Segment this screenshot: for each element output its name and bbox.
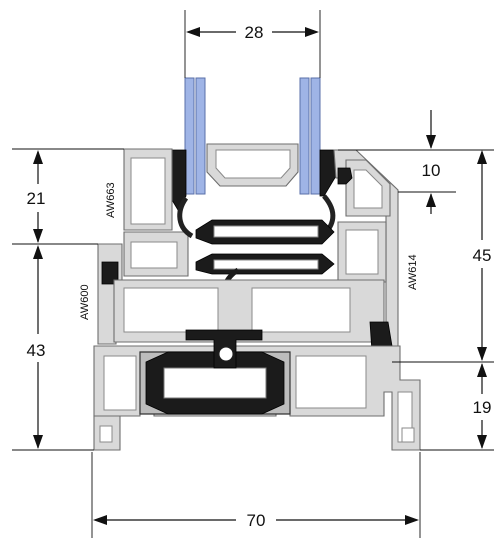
bead-slope-cavity <box>353 169 383 209</box>
profile-code-sash: AW663 <box>105 182 117 218</box>
dimension-overall-width: 70 <box>91 452 421 538</box>
glass-pane-right-inner <box>310 77 321 195</box>
dim-label-overall-width: 70 <box>247 511 266 530</box>
thermal-strip-lower-core <box>213 259 319 270</box>
glass-units <box>184 77 321 195</box>
dim-label-glazing-offset: 10 <box>422 161 441 180</box>
bead-cavity <box>345 229 379 275</box>
glass-pane-right-outer <box>299 77 310 195</box>
frame-top-cavity-left <box>123 287 219 333</box>
frame-left-foot-slot <box>99 425 113 443</box>
dimension-top-width: 28 <box>184 10 321 78</box>
dimension-right-height: 45 <box>392 149 494 363</box>
dim-label-sash-upper: 21 <box>27 189 46 208</box>
frame-right-foot-slot <box>401 427 415 443</box>
dimension-sash-upper: 21 <box>12 148 124 245</box>
sash-profile <box>123 148 336 277</box>
frame-cavity-left <box>103 355 137 411</box>
dim-label-right-lower: 19 <box>473 398 492 417</box>
glass-pane-left-inner <box>195 77 206 195</box>
sash-curve <box>177 196 194 239</box>
profile-code-frame: AW600 <box>79 284 91 320</box>
profile-code-bead: AW614 <box>407 254 419 290</box>
spacer-cavity <box>215 149 291 179</box>
frame-cavity-right <box>295 355 367 409</box>
center-clip-hole <box>218 346 234 362</box>
thermal-break-strips <box>195 219 335 275</box>
bead-clip <box>337 167 353 185</box>
dim-label-right-height: 45 <box>473 246 492 265</box>
thermal-strip-upper-core <box>213 225 319 238</box>
glass-pane-left-outer <box>184 77 195 195</box>
dimension-right-lower: 19 <box>420 363 494 451</box>
dim-label-top-width: 28 <box>245 23 264 42</box>
frame-top-cavity-right <box>251 287 351 333</box>
dimension-glazing-offset: 10 <box>338 110 456 214</box>
sash-lower-left-cavity <box>130 241 178 269</box>
glazing-bead-profile <box>333 149 399 363</box>
sash-left-cavity <box>130 157 166 225</box>
frame-thermal-chamber-void <box>163 367 267 399</box>
dim-label-frame-lower: 43 <box>27 341 46 360</box>
frame-profile <box>93 243 421 451</box>
dimension-frame-lower: 43 <box>12 245 94 451</box>
